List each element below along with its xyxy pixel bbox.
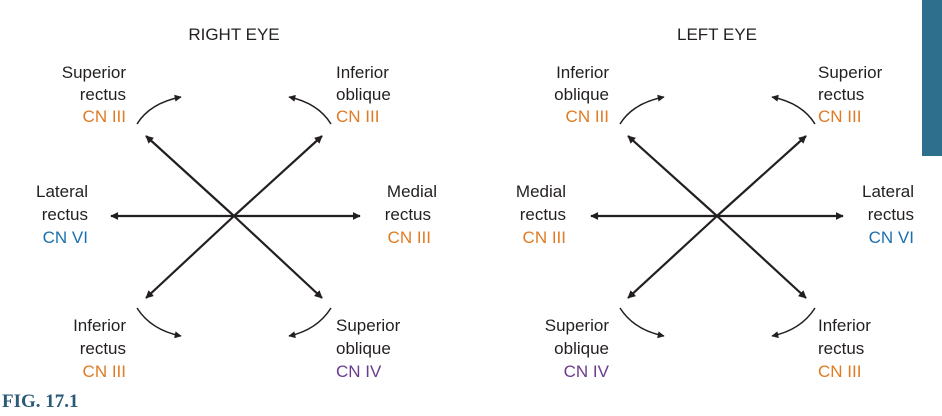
right-eye-label-lower-left: Inferior rectus CN III <box>73 316 126 381</box>
right-eye-label-upper-right: Inferior oblique CN III <box>336 63 391 126</box>
right-eye-label-mid-left: Lateral rectus CN VI <box>36 182 88 247</box>
label-line2: oblique <box>336 85 391 104</box>
nerve-label: CN III <box>566 107 609 126</box>
label-line2: rectus <box>520 205 566 224</box>
right-eye-label-mid-right: Medial rectus CN III <box>385 182 437 247</box>
left-eye-label-upper-left: Inferior oblique CN III <box>554 63 609 126</box>
label-line1: Inferior <box>556 63 609 82</box>
right-eye-curve-upper-right <box>288 94 332 125</box>
nerve-label: CN III <box>83 107 126 126</box>
label-line1: Lateral <box>36 182 88 201</box>
left-eye-arrow-upper-right <box>716 135 807 217</box>
label-line2: rectus <box>42 205 88 224</box>
left-eye-arrow-lower-left <box>627 215 718 299</box>
nerve-label: CN III <box>388 228 431 247</box>
right-eye-arrow-lower-left <box>145 215 235 299</box>
side-tab <box>922 0 942 156</box>
label-line2: oblique <box>336 339 391 358</box>
label-line2: rectus <box>818 85 864 104</box>
left-eye-label-upper-right: Superior rectus CN III <box>818 63 883 126</box>
left-eye-label-lower-left: Superior oblique CN IV <box>545 316 610 381</box>
right-eye-arrow-upper-left <box>145 135 235 217</box>
nerve-label: CN IV <box>564 362 610 381</box>
nerve-label: CN III <box>818 107 861 126</box>
nerve-label: CN IV <box>336 362 382 381</box>
label-line1: Superior <box>336 316 401 335</box>
right-eye-curve-upper-left <box>136 94 182 125</box>
label-line1: Lateral <box>862 182 914 201</box>
right-eye-arrow-upper-right <box>233 135 323 217</box>
nerve-label: CN VI <box>43 228 88 247</box>
right-eye-label-lower-right: Superior oblique CN IV <box>336 316 401 381</box>
right-eye-arrow-lower-right <box>233 215 323 299</box>
label-line2: rectus <box>818 339 864 358</box>
label-line1: Medial <box>387 182 437 201</box>
right-eye-panel: RIGHT EYE Superior rectus CN III Inferio… <box>36 25 437 381</box>
right-eye-curve-lower-right <box>288 307 332 339</box>
left-eye-label-lower-right: Inferior rectus CN III <box>818 316 871 381</box>
label-line2: oblique <box>554 85 609 104</box>
label-line1: Inferior <box>336 63 389 82</box>
label-line1: Inferior <box>73 316 126 335</box>
right-eye-title: RIGHT EYE <box>188 25 279 44</box>
right-eye-curve-lower-left <box>136 307 182 339</box>
nerve-label: CN III <box>336 107 379 126</box>
right-eye-label-upper-left: Superior rectus CN III <box>62 63 127 126</box>
left-eye-label-mid-left: Medial rectus CN III <box>516 182 566 247</box>
left-eye-title: LEFT EYE <box>677 25 757 44</box>
figure-label: FIG. 17.1 <box>2 391 79 412</box>
nerve-label: CN III <box>83 362 126 381</box>
label-line2: rectus <box>80 339 126 358</box>
left-eye-curve-lower-left <box>619 307 665 339</box>
left-eye-arrow-upper-left <box>627 135 718 217</box>
label-line1: Inferior <box>818 316 871 335</box>
label-line2: oblique <box>554 339 609 358</box>
left-eye-curve-upper-right <box>771 94 816 125</box>
left-eye-arrow-lower-right <box>716 215 807 299</box>
nerve-label: CN III <box>818 362 861 381</box>
label-line1: Medial <box>516 182 566 201</box>
label-line2: rectus <box>385 205 431 224</box>
left-eye-curve-lower-right <box>771 307 816 339</box>
label-line2: rectus <box>80 85 126 104</box>
label-line1: Superior <box>818 63 883 82</box>
left-eye-curve-upper-left <box>619 94 665 125</box>
label-line1: Superior <box>62 63 127 82</box>
nerve-label: CN VI <box>869 228 914 247</box>
label-line1: Superior <box>545 316 610 335</box>
label-line2: rectus <box>868 205 914 224</box>
nerve-label: CN III <box>523 228 566 247</box>
left-eye-label-mid-right: Lateral rectus CN VI <box>862 182 914 247</box>
left-eye-panel: LEFT EYE Inferior oblique CN III Superio… <box>516 25 914 381</box>
